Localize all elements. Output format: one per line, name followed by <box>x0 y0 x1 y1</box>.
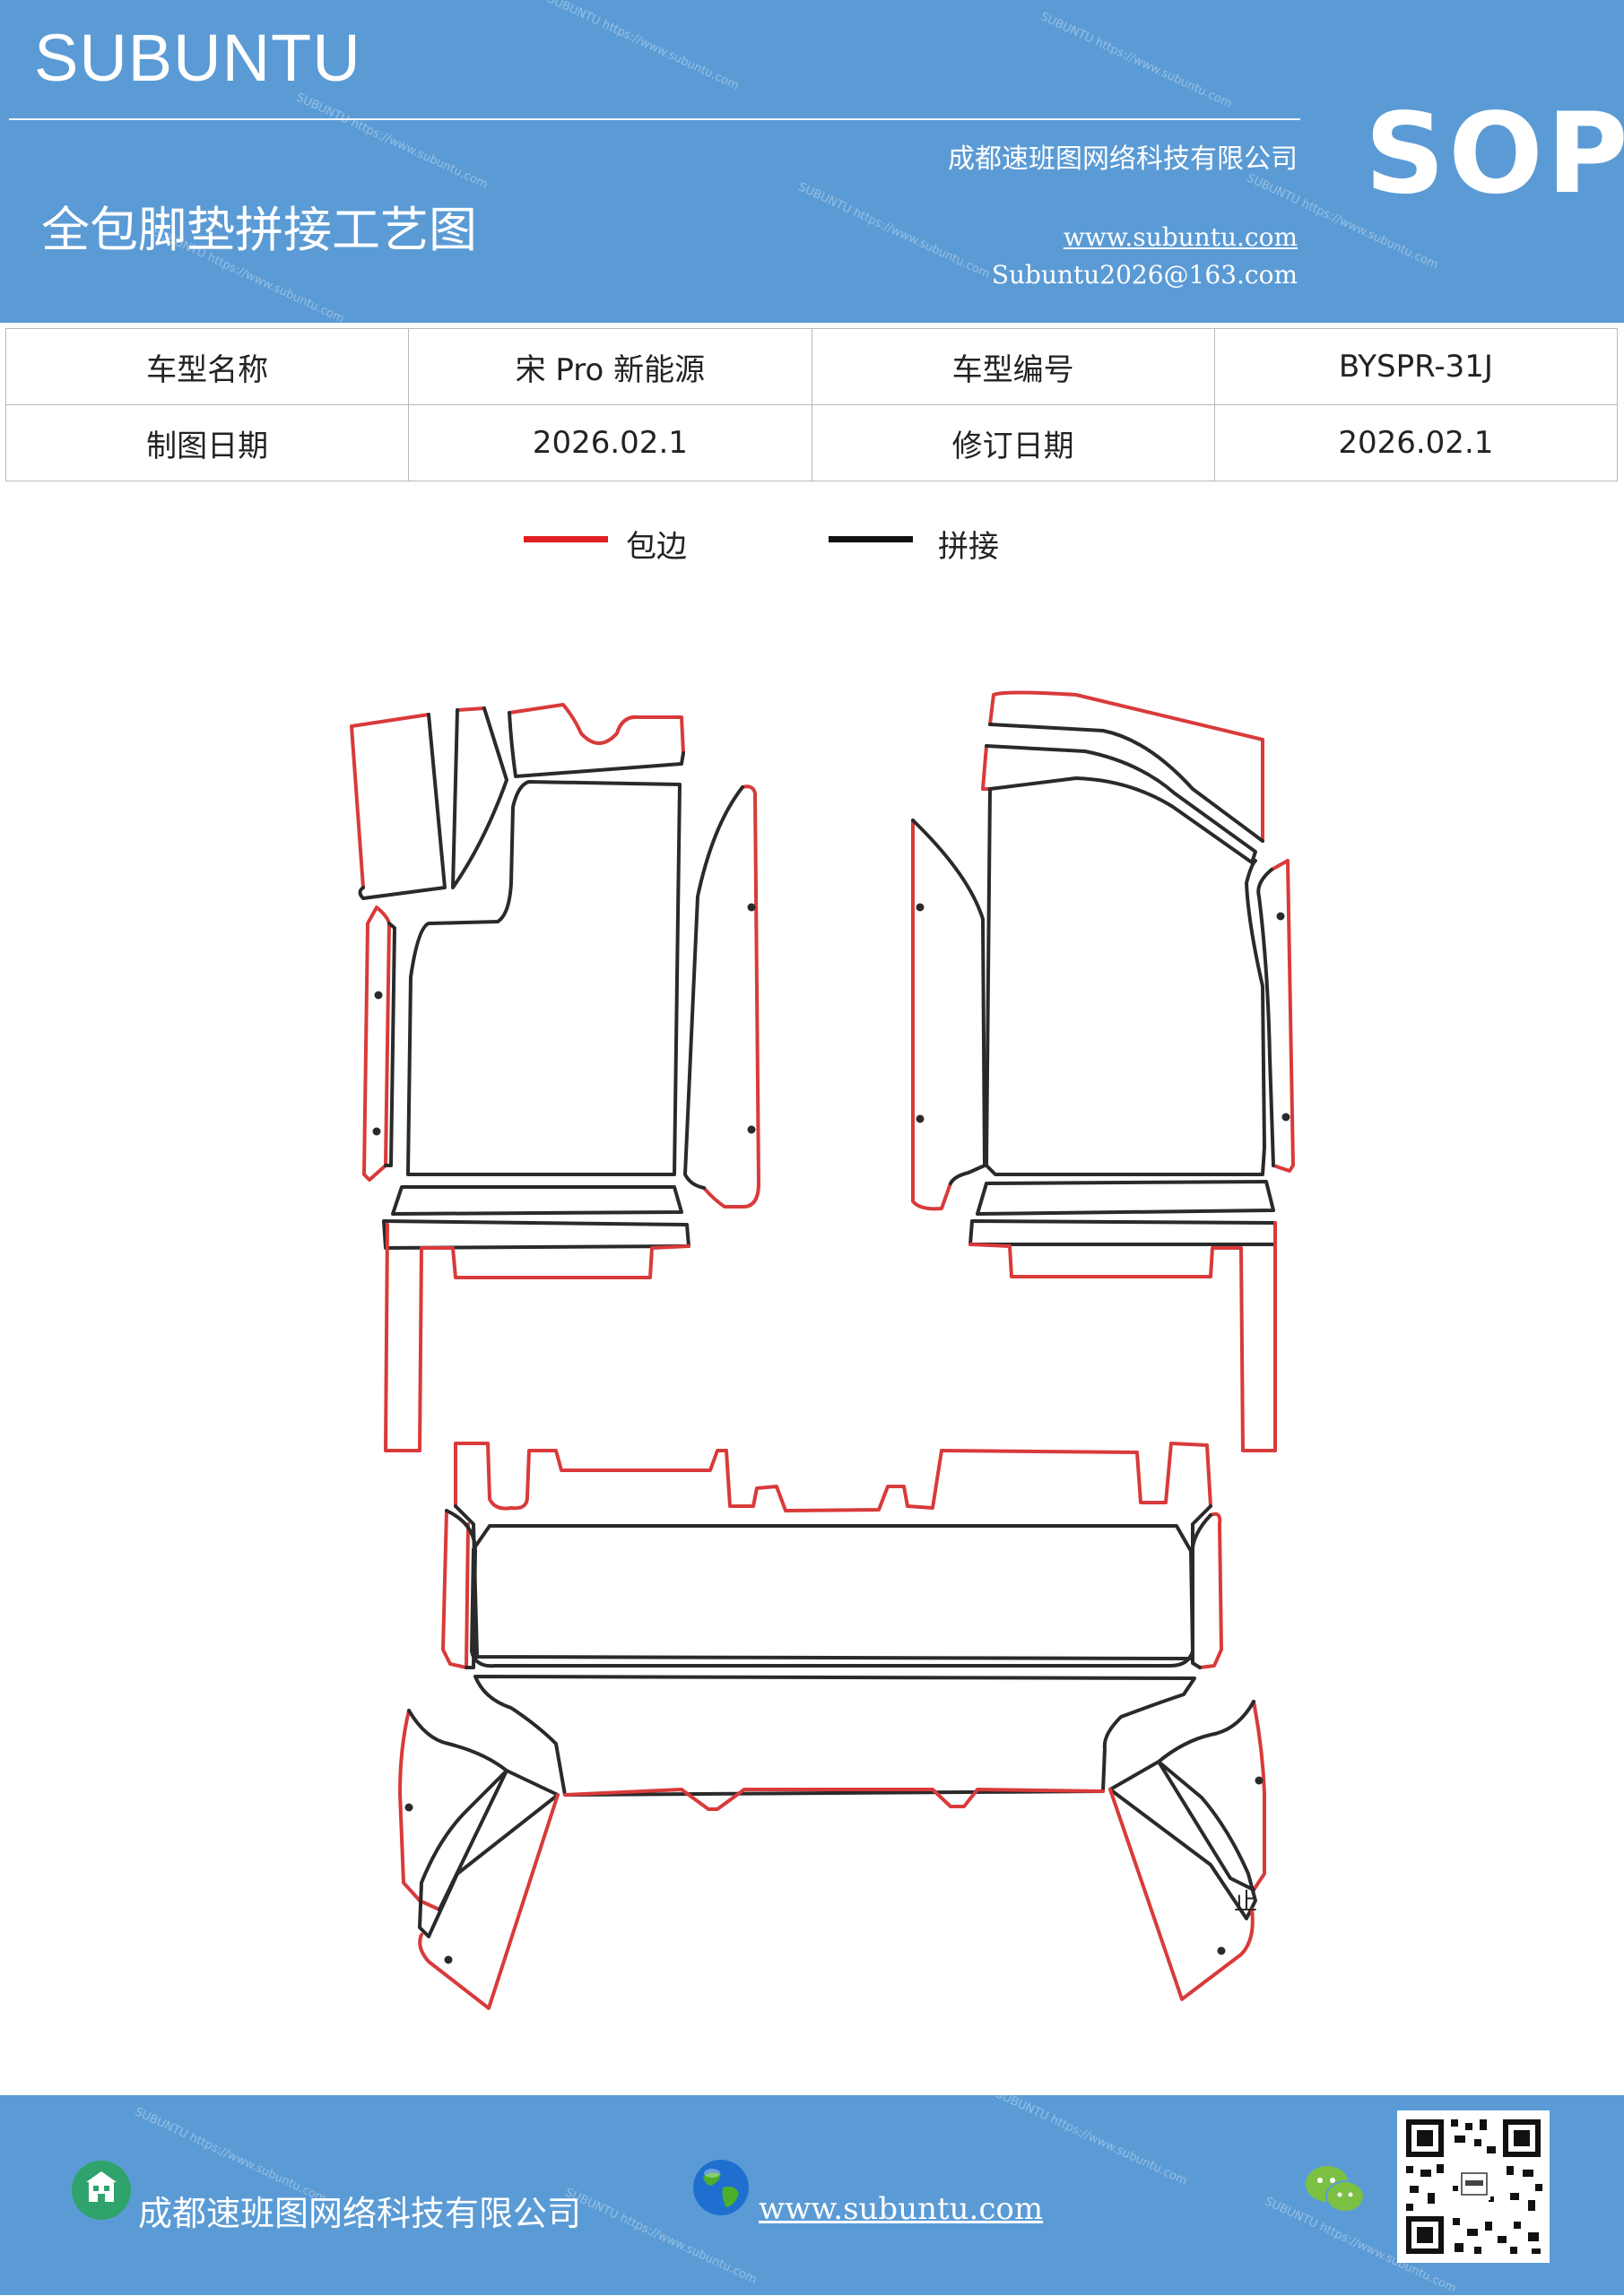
mat-edge <box>441 1509 470 1669</box>
mat-seam <box>1190 1513 1212 1669</box>
mat-seam <box>473 1675 1196 1797</box>
fastener-dot <box>747 1125 756 1134</box>
brand-name: SUBUNTU <box>34 21 361 95</box>
mat-edge <box>456 706 486 712</box>
email-address: Subuntu2026@163.com <box>991 260 1298 290</box>
website-link[interactable]: www.subuntu.com <box>1063 222 1298 252</box>
mat-edge <box>988 690 1264 843</box>
mat-seam <box>358 713 447 900</box>
fastener-dot <box>1255 1776 1264 1785</box>
footer-website-link[interactable]: www.subuntu.com <box>759 2191 1044 2227</box>
table-cell: 2026.02.1 <box>408 404 812 481</box>
fastener-dot <box>916 903 925 912</box>
mat-edge <box>911 819 952 1211</box>
fastener-dot <box>1217 1946 1226 1955</box>
mat-seam <box>1157 1700 1255 1892</box>
wechat-icon[interactable] <box>1304 2162 1367 2218</box>
mat-seam <box>470 1524 1194 1668</box>
mat-edge <box>968 1221 1277 1452</box>
sop-label: SOP <box>1365 90 1624 219</box>
building-icon <box>72 2161 131 2220</box>
mat-edge <box>362 905 391 1182</box>
table-cell: 宋 Pro 新能源 <box>408 328 812 405</box>
mat-edge <box>384 1223 423 1452</box>
table-cell: 车型名称 <box>4 328 410 405</box>
table-cell: 车型编号 <box>811 328 1215 405</box>
mat-seam <box>406 780 682 1176</box>
mat-edge <box>1252 1700 1266 1892</box>
mat-seam <box>968 1219 1277 1246</box>
fastener-dot <box>1281 1113 1290 1122</box>
footer-company-name: 成都速班图网络科技有限公司 <box>138 2194 582 2233</box>
table-row: 车型名称 宋 Pro 新能源 车型编号 BYSPR-31J <box>4 328 1619 405</box>
mat-seam <box>418 1769 560 1938</box>
mat-edge <box>508 703 685 755</box>
fastener-dot <box>1276 912 1285 921</box>
mat-seam <box>445 1509 477 1669</box>
mat-seam <box>988 723 1264 843</box>
rear-mat <box>398 1442 1266 2010</box>
globe-icon <box>693 2160 749 2215</box>
mat-edge <box>1198 1512 1223 1669</box>
mat-edge <box>981 744 992 791</box>
header-banner: SUBUNTU https://www.subuntu.com SUBUNTU … <box>0 0 1624 326</box>
table-row: 制图日期 2026.02.1 修订日期 2026.02.1 <box>4 404 1619 481</box>
fastener-dot <box>372 1127 381 1136</box>
fastener-dot <box>404 1803 413 1812</box>
fastener-dot <box>444 1955 453 1964</box>
document-title: 全包脚垫拼接工艺图 <box>41 202 477 258</box>
company-name: 成都速班图网络科技有限公司 <box>948 143 1298 175</box>
legend-label: 拼接 <box>938 529 999 565</box>
legend-item-seam: 拼接 <box>829 522 1062 576</box>
table-cell: 2026.02.1 <box>1213 404 1619 481</box>
vehicle-info-table: 车型名称 宋 Pro 新能源 车型编号 BYSPR-31J 制图日期 2026.… <box>4 328 1619 481</box>
front-left-mat <box>350 703 760 1452</box>
mat-seam <box>384 922 396 1167</box>
table-cell: BYSPR-31J <box>1213 328 1619 405</box>
fastener-dot <box>374 991 383 1000</box>
watermark: SUBUNTU https://www.subuntu.com <box>993 2087 1190 2188</box>
mat-seam <box>382 1219 690 1250</box>
mat-seam <box>391 1185 683 1216</box>
mat-seam <box>976 1180 1275 1216</box>
front-right-mat <box>911 690 1295 1452</box>
stop-mark: 止 <box>1234 1889 1257 1916</box>
rear-front-edge <box>454 1442 1212 1512</box>
mat-edge <box>398 1709 441 1911</box>
mat-seam <box>1108 1760 1257 1920</box>
mat-seam <box>911 819 986 1185</box>
legend-item-edge: 包边 <box>524 522 757 576</box>
mat-seam <box>407 1709 508 1911</box>
fastener-dot <box>747 903 756 912</box>
table-cell: 修订日期 <box>811 404 1215 481</box>
mat-seam <box>1256 868 1275 1167</box>
mat-edge <box>420 1244 690 1279</box>
mat-seam <box>508 711 685 778</box>
legend-swatch-black <box>829 536 913 542</box>
table-cell: 制图日期 <box>4 404 410 481</box>
qr-code[interactable] <box>1397 2110 1550 2263</box>
mat-edge <box>350 713 430 889</box>
header-divider <box>9 118 1300 120</box>
fastener-dot <box>916 1114 925 1123</box>
mat-seam <box>683 785 744 1190</box>
mat-edge <box>702 784 760 1209</box>
legend-swatch-red <box>524 536 608 542</box>
mat-seam <box>985 744 1257 864</box>
mat-seam <box>985 787 1266 1176</box>
legend-label: 包边 <box>626 529 687 565</box>
mat-edge <box>1270 859 1295 1173</box>
rear-back-edge <box>563 1788 1105 1811</box>
mat-edge <box>1108 1788 1255 2001</box>
mat-edge <box>418 1793 560 2010</box>
mat-seam <box>454 1504 1212 1660</box>
mat-seam <box>451 706 508 889</box>
